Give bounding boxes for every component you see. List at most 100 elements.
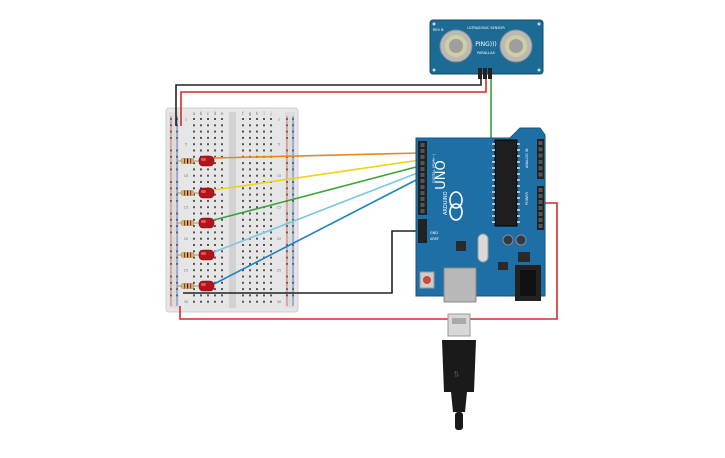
breadboard-hole[interactable] — [214, 300, 216, 303]
digital-pin[interactable] — [420, 149, 425, 153]
wire-red-arduino-5v[interactable] — [179, 202, 558, 320]
breadboard-hole[interactable] — [249, 281, 251, 284]
breadboard-hole[interactable] — [242, 193, 244, 196]
power-pin[interactable] — [538, 188, 543, 192]
breadboard-hole[interactable] — [249, 149, 251, 152]
led[interactable] — [198, 249, 215, 261]
analog-header[interactable] — [537, 139, 544, 179]
breadboard-hole[interactable] — [193, 124, 195, 127]
breadboard-hole[interactable] — [221, 162, 223, 165]
breadboard-hole[interactable] — [270, 124, 272, 127]
rail-hole[interactable] — [170, 137, 172, 139]
breadboard-hole[interactable] — [263, 225, 265, 228]
rail-hole[interactable] — [170, 218, 172, 221]
breadboard-hole[interactable] — [263, 199, 265, 202]
breadboard-hole[interactable] — [193, 294, 195, 297]
breadboard-hole[interactable] — [256, 206, 258, 209]
breadboard-hole[interactable] — [193, 130, 195, 133]
breadboard-hole[interactable] — [193, 269, 195, 272]
breadboard-hole[interactable] — [263, 174, 265, 177]
rail-hole[interactable] — [286, 256, 288, 259]
breadboard-hole[interactable] — [242, 269, 244, 272]
rail-hole[interactable] — [176, 149, 178, 152]
led[interactable] — [198, 155, 215, 167]
breadboard-hole[interactable] — [256, 174, 258, 177]
rail-hole[interactable] — [286, 275, 288, 278]
breadboard-hole[interactable] — [263, 143, 265, 146]
breadboard-hole[interactable] — [193, 162, 195, 165]
breadboard-hole[interactable] — [270, 143, 272, 146]
breadboard-hole[interactable] — [249, 174, 251, 177]
breadboard-hole[interactable] — [214, 288, 216, 291]
breadboard-hole[interactable] — [214, 168, 216, 171]
breadboard-hole[interactable] — [270, 118, 272, 120]
breadboard-hole[interactable] — [214, 269, 216, 272]
breadboard-hole[interactable] — [242, 168, 244, 171]
breadboard-hole[interactable] — [270, 130, 272, 133]
breadboard-hole[interactable] — [242, 174, 244, 177]
breadboard-hole[interactable] — [242, 288, 244, 291]
rail-hole[interactable] — [170, 256, 172, 259]
breadboard-hole[interactable] — [221, 225, 223, 228]
breadboard-hole[interactable] — [200, 136, 202, 139]
rail-hole[interactable] — [170, 187, 172, 190]
breadboard-hole[interactable] — [249, 262, 251, 265]
usb-plug-body[interactable] — [442, 340, 476, 392]
breadboard-hole[interactable] — [221, 256, 223, 259]
breadboard-hole[interactable] — [200, 237, 202, 240]
breadboard-hole[interactable] — [256, 269, 258, 272]
analog-pin[interactable] — [538, 147, 543, 152]
breadboard-hole[interactable] — [207, 212, 209, 215]
breadboard-hole[interactable] — [207, 237, 209, 240]
rail-hole[interactable] — [176, 281, 178, 284]
reset-button-cap[interactable] — [423, 276, 431, 284]
breadboard-hole[interactable] — [242, 130, 244, 133]
rail-hole[interactable] — [292, 200, 294, 202]
rail-hole[interactable] — [286, 250, 288, 253]
breadboard-hole[interactable] — [200, 269, 202, 272]
led-resistor-pair[interactable] — [177, 187, 215, 199]
rail-hole[interactable] — [286, 212, 288, 215]
breadboard-hole[interactable] — [256, 300, 258, 303]
breadboard-hole[interactable] — [256, 294, 258, 297]
rail-hole[interactable] — [170, 244, 172, 246]
breadboard-hole[interactable] — [193, 149, 195, 152]
breadboard-hole[interactable] — [214, 143, 216, 146]
breadboard-hole[interactable] — [193, 118, 195, 120]
led-resistor-pair[interactable] — [177, 155, 215, 167]
breadboard-hole[interactable] — [249, 275, 251, 278]
rail-hole[interactable] — [292, 275, 294, 278]
breadboard-hole[interactable] — [263, 288, 265, 291]
wire-orange-led1[interactable] — [213, 152, 421, 159]
breadboard-hole[interactable] — [249, 218, 251, 221]
breadboard-hole[interactable] — [221, 250, 223, 253]
rail-hole[interactable] — [292, 263, 294, 265]
breadboard-hole[interactable] — [207, 143, 209, 146]
rail-hole[interactable] — [170, 124, 172, 127]
breadboard-hole[interactable] — [193, 206, 195, 209]
rail-hole[interactable] — [292, 193, 294, 196]
breadboard-hole[interactable] — [200, 130, 202, 133]
breadboard-hole[interactable] — [249, 206, 251, 209]
rail-hole[interactable] — [286, 231, 288, 234]
rail-hole[interactable] — [176, 130, 178, 133]
rail-hole[interactable] — [176, 294, 178, 297]
breadboard-hole[interactable] — [193, 181, 195, 183]
rail-hole[interactable] — [176, 288, 178, 290]
breadboard-hole[interactable] — [263, 130, 265, 133]
rail-hole[interactable] — [292, 212, 294, 215]
rail-hole[interactable] — [286, 124, 288, 127]
rail-hole[interactable] — [292, 181, 294, 183]
breadboard-hole[interactable] — [242, 250, 244, 253]
rail-hole[interactable] — [176, 193, 178, 196]
rail-hole[interactable] — [176, 118, 178, 120]
digital-pin[interactable] — [420, 167, 425, 171]
breadboard-hole[interactable] — [193, 155, 195, 158]
breadboard-hole[interactable] — [249, 181, 251, 183]
breadboard-hole[interactable] — [242, 181, 244, 183]
rail-hole[interactable] — [292, 218, 294, 221]
rail-hole[interactable] — [292, 162, 294, 164]
breadboard-hole[interactable] — [242, 199, 244, 202]
breadboard-hole[interactable] — [214, 206, 216, 209]
